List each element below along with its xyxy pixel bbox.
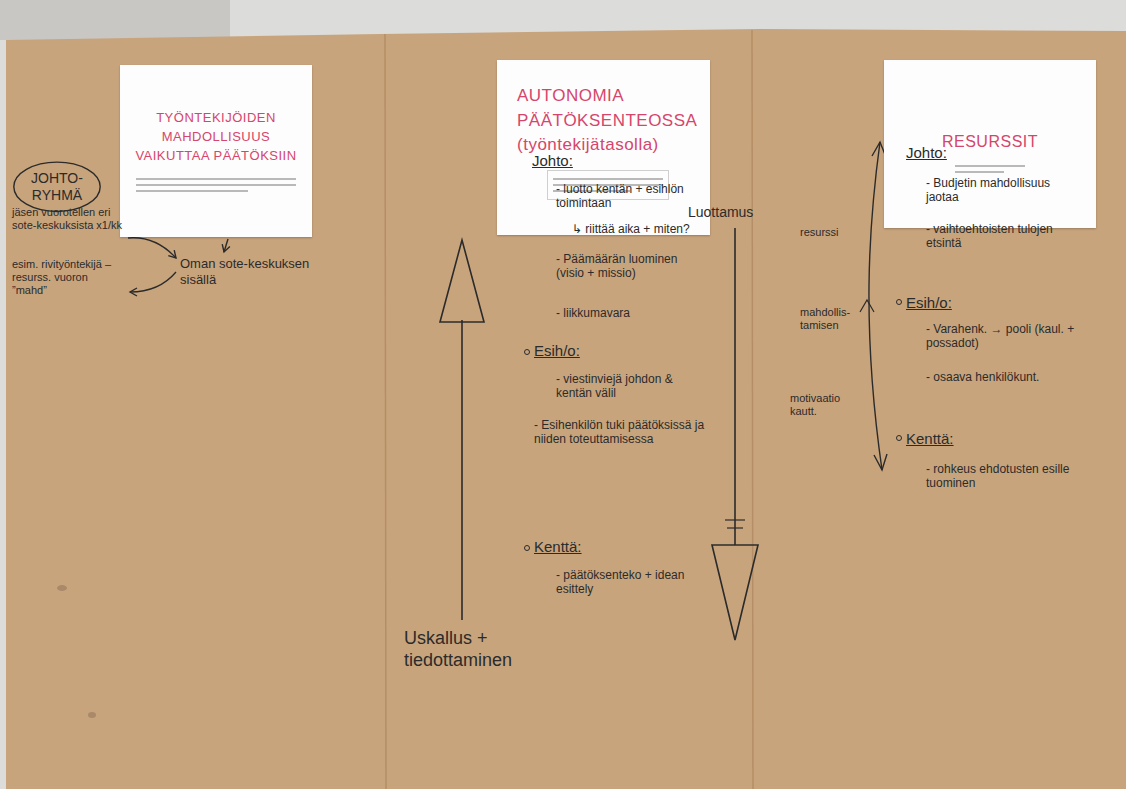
fine-print-line [136,178,296,180]
handwritten-note: - Budjetin mahdollisuus jaotaa [926,176,1076,205]
handwritten-heading: Esih/o: [906,294,986,312]
handwritten-note: - Varahenk. → pooli (kaul. + possadot) [926,322,1086,351]
down-arrow-tick [727,527,743,528]
handwritten-note: - rohkeus ehdotusten esille tuominen [926,462,1086,491]
arrow-head [860,300,874,312]
down-arrow-shaft [734,228,736,545]
handwritten-note: - liikkumavara [556,306,706,320]
paper-seam [752,30,753,789]
handwritten-note: - luotto kentän + esihlön toimintaan [556,182,706,211]
fine-print-line [955,165,1025,167]
handwritten-note: mahdollis-tamisen [800,306,855,332]
bullet [525,546,530,551]
up-arrow-head [440,240,484,322]
arrow-line [224,239,228,252]
handwritten-note: - Päämäärän luominen (visio + missio) [556,252,706,281]
bullet [525,350,530,355]
curved-arrow [130,272,176,292]
curved-arrow [128,238,176,258]
handwritten-note: Uskallus + tiedottaminen [404,628,534,671]
handwritten-heading: Kenttä: [534,538,614,556]
handwritten-heading: Esih/o: [534,342,614,360]
handwritten-note: - viestinviejä johdon & kentän välil [556,372,706,401]
fine-print-line [136,184,296,186]
paper-seam [385,34,386,789]
sheet-heading: TYÖNTEKIJÖIDEN MAHDOLLISUUS VAIKUTTAA PÄ… [130,109,302,166]
handwritten-note: - vaihtoehtoisten tulojen etsintä [926,222,1076,251]
handwritten-heading: Johto: [532,152,612,170]
handwritten-note: ↳ riittää aika + miten? [572,222,712,236]
handwritten-note: - Esihenkilön tuki päätöksissä ja niiden… [534,418,706,447]
arrow-head [874,454,887,470]
handwritten-heading: Kenttä: [906,430,986,448]
fine-print-line [553,178,663,180]
handwritten-note: Oman sote-keskuksen sisällä [180,256,310,287]
handwritten-note: Luottamus [688,204,768,221]
up-arrow-shaft [461,320,463,620]
handwritten-heading: Johto: [906,144,986,162]
brown-paper [6,29,1126,789]
handwritten-note: resurssi [800,226,855,239]
bullet [897,436,902,441]
paper-stain [88,712,96,718]
down-arrow-tick [725,519,745,520]
handwritten-note: - päätöksenteko + idean esittely [556,568,706,597]
ellipse-outline [14,162,100,211]
handwritten-note: esim. rivityöntekijä – resurss. vuoron ”… [12,258,122,298]
fine-print-line [955,171,1004,173]
fine-print-line [136,190,248,192]
circled-note: JOHTO-RYHMÄ [12,160,102,214]
node-text: JOHTO-RYHMÄ [26,170,88,204]
handwritten-note: motivaatio kautt. [790,392,852,418]
carpet [0,0,230,40]
down-arrow-head [712,545,758,640]
paper-stain [57,585,67,591]
handwritten-note: - osaava henkilökunt. [926,370,1086,384]
fine-print-lines [136,178,296,192]
sheet-heading: AUTONOMIA PÄÄTÖKSENTEOSSA (työntekijätas… [517,84,690,158]
handwritten-note: jäsen vuorotellen eri sote-keskuksista x… [12,206,124,232]
paper-sheet: TYÖNTEKIJÖIDEN MAHDOLLISUUS VAIKUTTAA PÄ… [120,65,312,237]
fine-print-lines [955,165,1025,173]
bullet [897,300,902,305]
